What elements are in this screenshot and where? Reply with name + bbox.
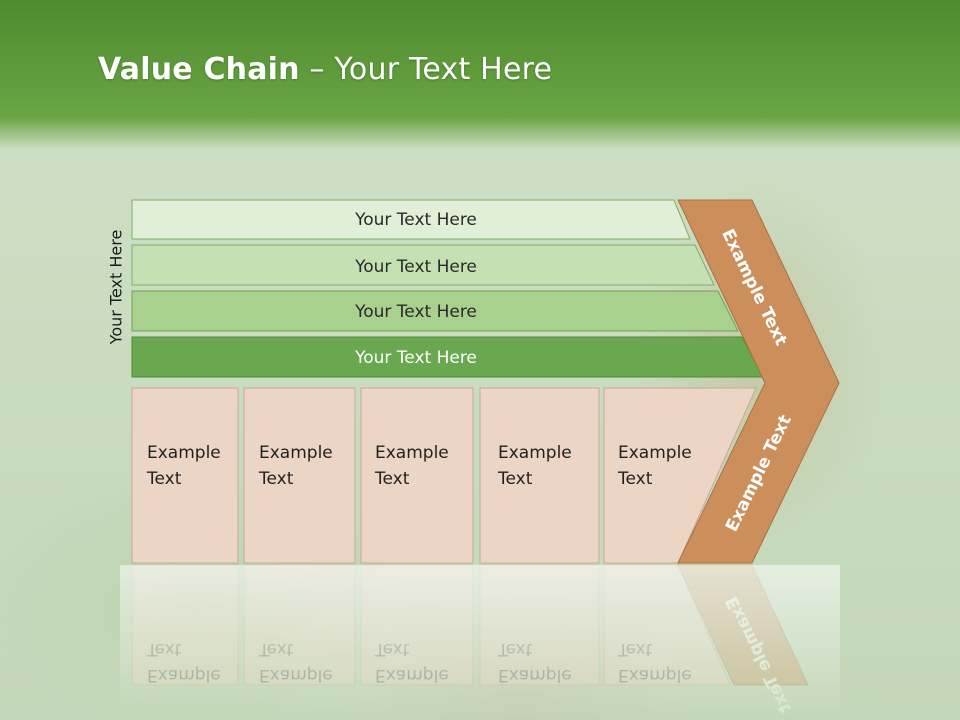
box-4-line2: Text: [497, 469, 533, 489]
title-rest: – Your Text Here: [299, 52, 553, 87]
box-3-line2: Text: [374, 469, 410, 489]
bar-3: Your Text Here: [131, 290, 739, 332]
bar-2-shape: [131, 244, 715, 286]
slide-title: Value Chain – Your Text Here: [98, 52, 552, 87]
box-2-shape: [243, 387, 356, 564]
chevron-arrow-shape: [677, 199, 840, 564]
box-4-line1: Example: [498, 443, 572, 463]
box-4-shape: [479, 387, 600, 564]
bar-1-label: Your Text Here: [354, 210, 477, 230]
header-band: [0, 0, 960, 150]
box-3: Example Text: [360, 387, 474, 564]
box-2-line2: Text: [258, 469, 294, 489]
bar-1-shape: [131, 199, 691, 240]
bar-4: Your Text Here: [131, 336, 764, 378]
bar-2: Your Text Here: [131, 244, 715, 286]
box-4: Example Text: [479, 387, 600, 564]
bar-3-shape: [131, 290, 739, 332]
bar-3-label: Your Text Here: [354, 302, 477, 322]
box-5: Example Text: [603, 387, 757, 564]
box-1-line1: Example: [147, 443, 221, 463]
reflection-fade: [120, 565, 840, 720]
box-1-shape: [131, 387, 239, 564]
title-bold: Value Chain: [98, 52, 300, 87]
box-5-line2: Text: [617, 469, 653, 489]
box-1: Example Text: [131, 387, 239, 564]
box-5-line1: Example: [618, 443, 692, 463]
bar-1: Your Text Here: [131, 199, 691, 240]
box-3-shape: [360, 387, 474, 564]
box-3-line1: Example: [375, 443, 449, 463]
bar-2-label: Your Text Here: [354, 257, 477, 277]
box-1-line2: Text: [146, 469, 182, 489]
box-2: Example Text: [243, 387, 356, 564]
bar-4-label: Your Text Here: [354, 348, 477, 368]
box-2-line1: Example: [259, 443, 333, 463]
